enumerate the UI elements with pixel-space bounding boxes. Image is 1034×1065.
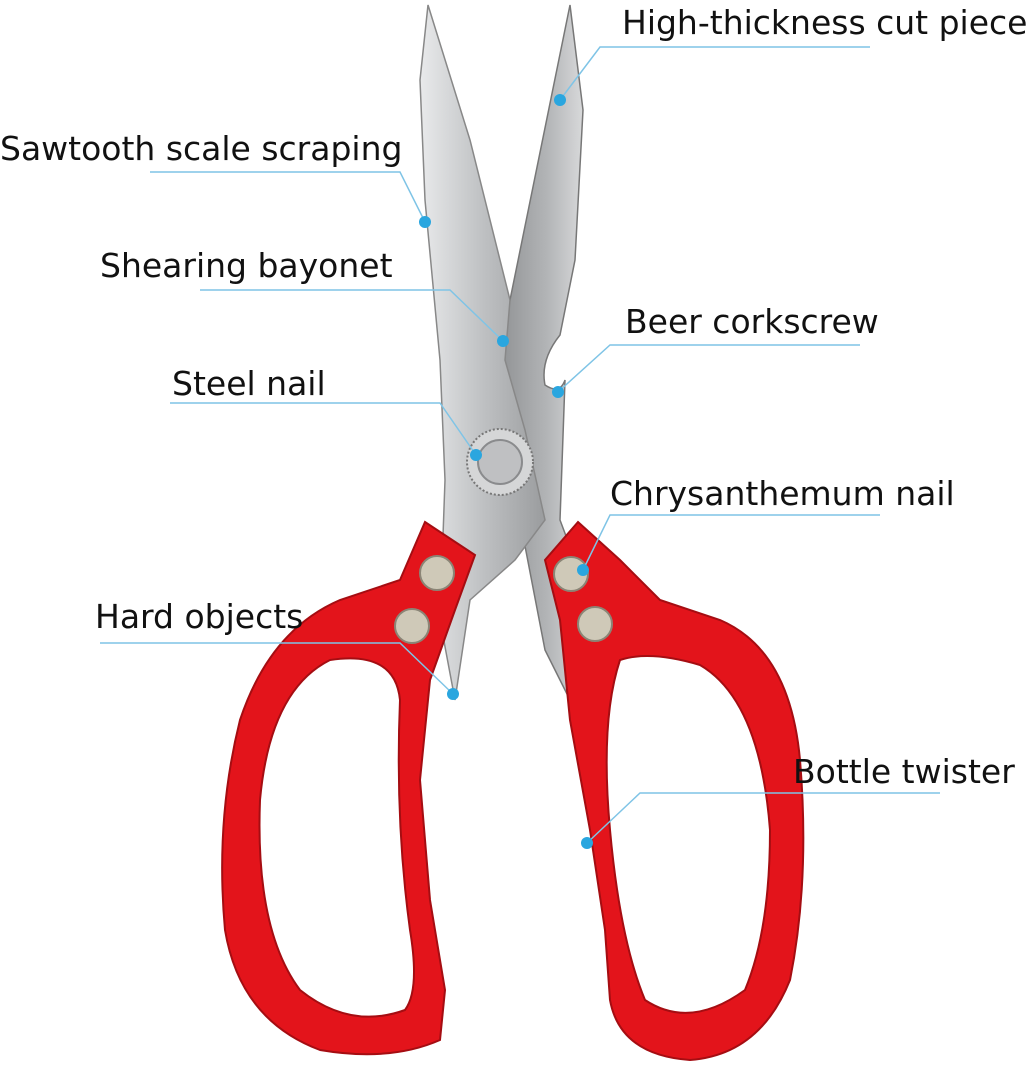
callout-dot	[419, 216, 431, 228]
label-bottle-twister: Bottle twister	[793, 752, 1015, 791]
rivet-icon	[419, 555, 455, 591]
label-high-thickness-cut-piece: High-thickness cut piece	[622, 3, 1028, 42]
label-hard-objects: Hard objects	[95, 597, 304, 636]
callout-dot	[447, 688, 459, 700]
label-steel-nail: Steel nail	[172, 364, 326, 403]
callout-dot	[497, 335, 509, 347]
label-shearing-bayonet: Shearing bayonet	[100, 246, 393, 285]
right-handle	[543, 520, 805, 1062]
callout-dot	[581, 837, 593, 849]
leader-lines	[100, 46, 940, 844]
rivet-icon	[577, 606, 613, 642]
label-sawtooth-scale-scraping: Sawtooth scale scraping	[0, 129, 403, 168]
callout-dot	[577, 564, 589, 576]
label-beer-corkscrew: Beer corkscrew	[625, 302, 879, 341]
left-blade	[419, 4, 546, 701]
label-chrysanthemum-nail: Chrysanthemum nail	[610, 474, 955, 513]
callout-dot	[552, 386, 564, 398]
callout-dot	[470, 449, 482, 461]
callout-dot	[554, 94, 566, 106]
callout-dots	[419, 94, 593, 849]
rivet-icon	[394, 608, 430, 644]
